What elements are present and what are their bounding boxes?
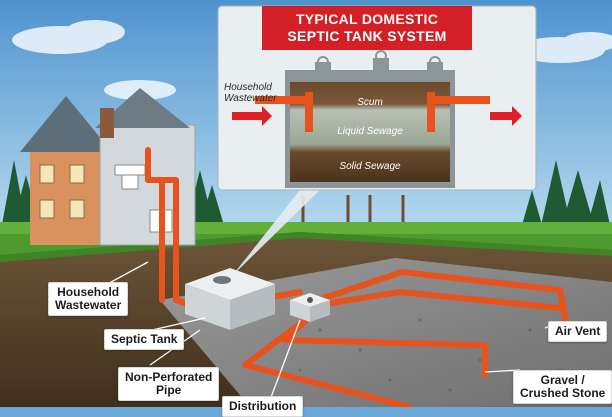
solid-sewage-label: Solid Sewage [339,161,401,172]
distribution-box [290,293,330,322]
inset-inflow-label: Household Wastewater [224,82,277,104]
inset-title: TYPICAL DOMESTIC SEPTIC TANK SYSTEM [262,6,472,50]
inflow-arrow [232,106,272,126]
inset-pointer [232,190,320,276]
outflow-arrow [490,106,522,126]
scum-label: Scum [357,97,383,108]
pipes [145,147,569,407]
gravel-callout: Gravel / Crushed Stone [513,370,612,404]
inset-card [217,5,537,191]
liquid-sewage-label: Liquid Sewage [337,126,403,137]
septic-tank [185,268,275,330]
inset-title-line1: TYPICAL DOMESTIC [295,11,439,27]
house [20,88,196,246]
non-perforated-pipe-callout: Non-Perforated Pipe [118,367,220,401]
septic-system-diagram [0,0,612,407]
air-vent-callout: Air Vent [548,321,608,342]
air-vent-pipe [557,287,569,325]
septic-tank-callout: Septic Tank [104,329,185,350]
household-wastewater-callout: Household Wastewater [48,282,129,316]
inset-title-line2: SEPTIC TANK SYSTEM [287,28,447,44]
